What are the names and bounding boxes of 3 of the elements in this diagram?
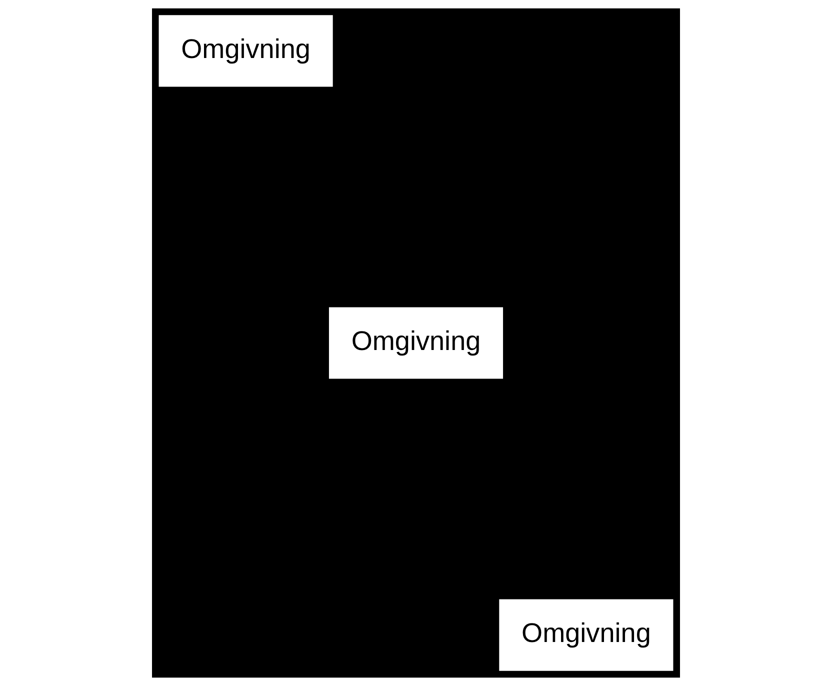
node-box: Omgivning [328, 307, 504, 379]
node-box: Omgivning [499, 599, 674, 671]
node-box: Omgivning [158, 15, 333, 87]
